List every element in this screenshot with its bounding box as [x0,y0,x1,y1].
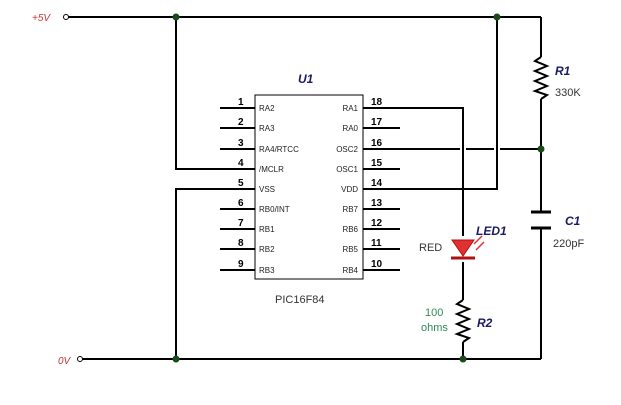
led-icon [451,239,475,257]
pin-number: 16 [371,138,383,149]
pin-number: 8 [238,238,244,249]
led1-ref: LED1 [476,224,507,238]
vcc-label: +5V [32,13,51,24]
led1-color: RED [419,242,442,254]
gnd-label: 0V [58,356,72,367]
pin-number: 7 [238,218,244,229]
pin-number: 18 [371,97,383,108]
pin-number: 14 [371,178,383,189]
gnd-rail: 0V [58,356,541,367]
pin-name: RA1 [342,104,358,113]
r2-ref: R2 [477,316,493,330]
resistor-icon [454,299,472,343]
c1-value: 220pF [553,238,584,250]
pin-number: 12 [371,218,383,229]
junctions [172,13,545,363]
pin-name: RB3 [259,266,275,275]
pin-name: RB4 [342,266,358,275]
pin-name: RA3 [259,124,275,133]
left-pins: 1 2 3 4 5 6 7 8 9 RA2 RA3 RA4/RTCC /MCLR… [220,97,299,275]
r1-ref: R1 [555,64,571,78]
pin-name: RB7 [342,205,358,214]
r1-value: 330K [555,87,581,99]
pin-number: 1 [238,97,244,108]
right-pins: 18 17 16 15 14 13 12 11 10 RA1 RA0 OSC2 … [336,97,400,275]
led-arrow-icon [473,235,483,245]
junction-dot [172,355,180,363]
junction-dot [172,13,180,21]
pin-number: 10 [371,259,383,270]
resistor-icon [532,56,550,100]
pin-name: OSC2 [336,145,358,154]
vcc-terminal [63,14,69,20]
resistor-r2: R2 100 ohms [421,299,493,343]
pin-number: 2 [238,117,244,128]
chip-ref: U1 [298,72,314,86]
pin-number: 5 [238,178,244,189]
pin-name: RA2 [259,104,275,113]
junction-dot [493,13,501,21]
c1-ref: C1 [565,214,581,228]
pin-name: RA4/RTCC [259,145,299,154]
resistor-r1: R1 330K [532,56,581,100]
r2-value-number: 100 [425,307,443,319]
vcc-rail: +5V [32,13,541,24]
pin-name: RB5 [342,245,358,254]
pin-name: RB6 [342,225,358,234]
gnd-terminal [77,356,83,362]
pin-number: 3 [238,138,244,149]
pin-name: /MCLR [259,165,284,174]
pin-number: 9 [238,259,244,270]
pin-name: VDD [341,185,358,194]
pin-name: RB2 [259,245,275,254]
pin-number: 17 [371,117,383,128]
pin-number: 11 [371,238,382,249]
pin-name: OSC1 [336,165,358,174]
pin-name: RB1 [259,225,275,234]
chip-part-name: PIC16F84 [275,294,325,306]
chip-body [254,94,364,280]
pin-name: VSS [259,185,275,194]
pin-number: 6 [238,198,244,209]
led-arrow-icon [475,241,485,251]
junction-dot [537,145,545,153]
chip-u1: U1 PIC16F84 1 2 3 4 5 6 7 8 9 RA2 RA3 RA… [220,72,400,306]
pin-number: 13 [371,198,383,209]
pin-name: RA0 [342,124,358,133]
junction-dot [459,355,467,363]
pin-number: 15 [371,158,383,169]
pin-name: RB0/INT [259,205,290,214]
r2-value-unit: ohms [421,322,448,334]
capacitor-c1: C1 220pF [531,210,584,250]
pin-number: 4 [238,158,244,169]
led-led1: LED1 RED [419,224,507,260]
